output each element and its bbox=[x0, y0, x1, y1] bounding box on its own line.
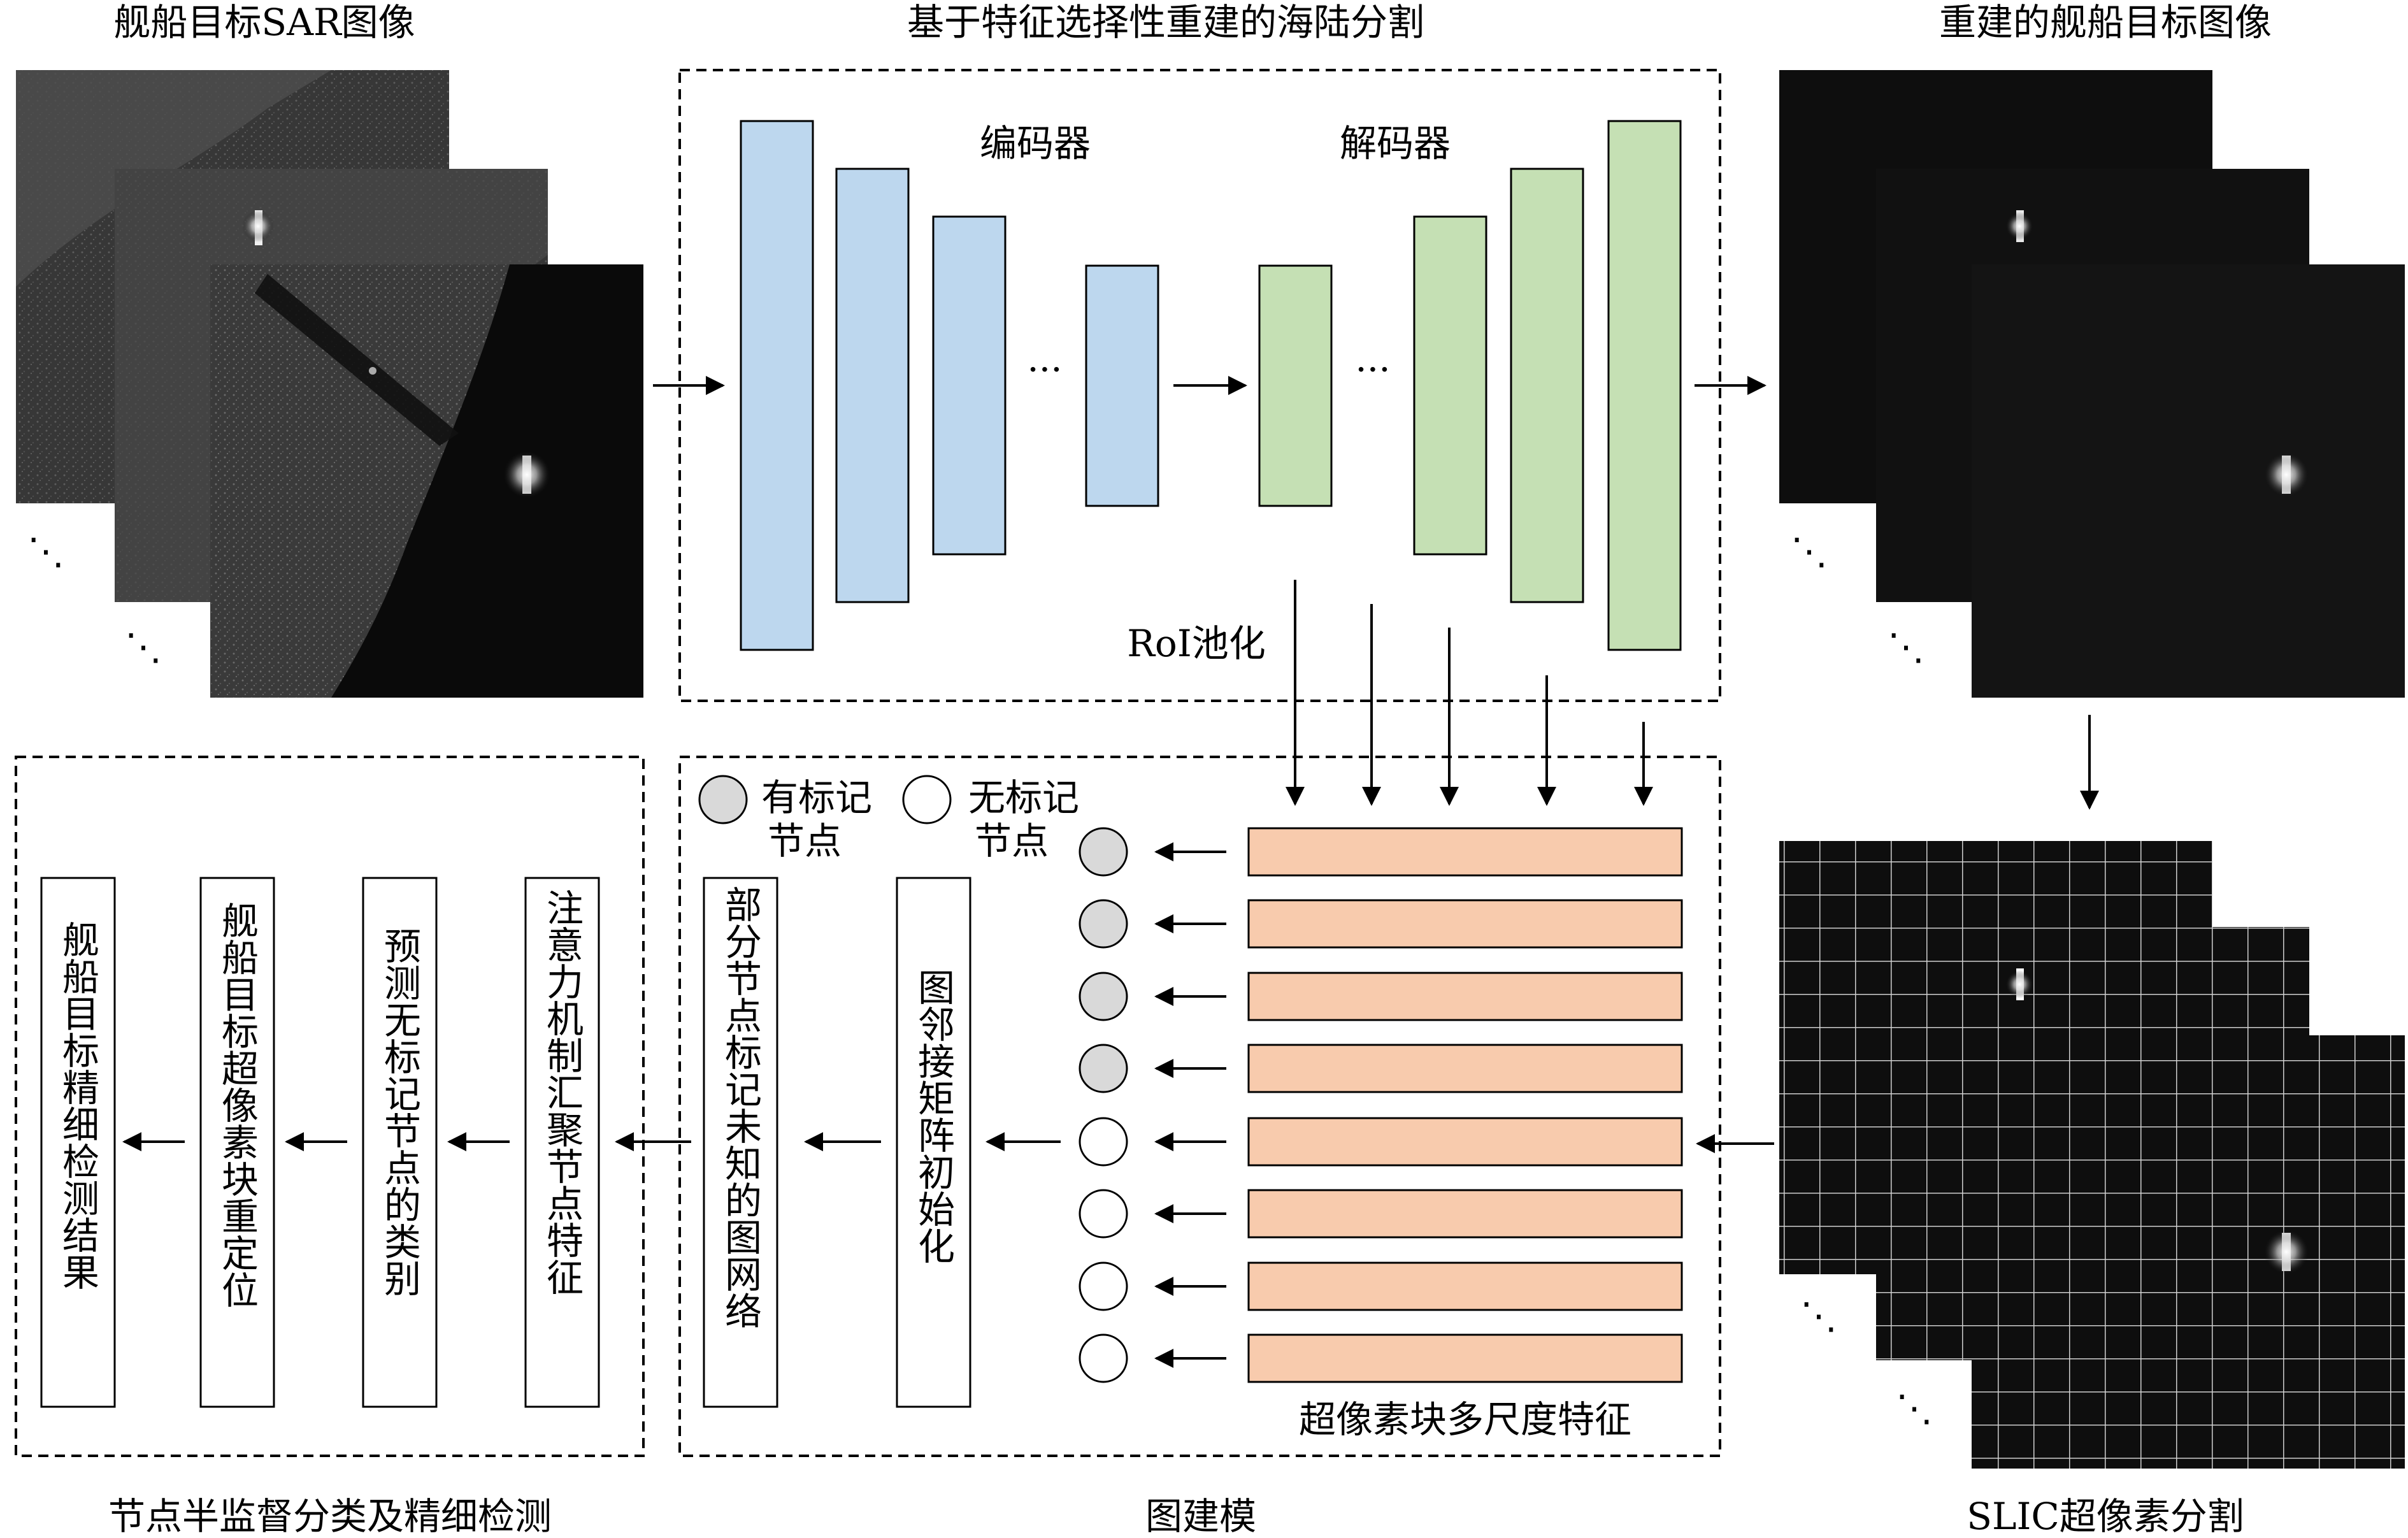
partial-graph-label: 部分节点标记未知的图网络 bbox=[719, 886, 762, 1329]
legend-unlabeled-line2: 节点 bbox=[975, 819, 1049, 863]
predict-step-label: 预测无标记节点的类别 bbox=[378, 927, 421, 1297]
decoder-block-4 bbox=[1607, 120, 1682, 651]
sar-image-stack: ⋱ ⋱ bbox=[16, 70, 643, 698]
decoder-label: 解码器 bbox=[1340, 122, 1451, 165]
title-reconstructed-images: 重建的舰船目标图像 bbox=[1939, 1, 2272, 44]
legend-labeled-line1: 有标记 bbox=[761, 776, 872, 819]
legend-unlabeled-line1: 无标记 bbox=[968, 776, 1079, 819]
adjacency-init-label: 图邻接矩阵初始化 bbox=[912, 968, 955, 1264]
sar-image-3 bbox=[210, 264, 643, 698]
title-semi-supervised: 节点半监督分类及精细检测 bbox=[108, 1495, 552, 1538]
reconstructed-image-3 bbox=[1972, 264, 2405, 698]
legend-labeled-line2: 节点 bbox=[768, 819, 842, 863]
stack-ellipsis-3: ⋱ bbox=[1791, 529, 1828, 573]
feature-bar-7 bbox=[1247, 1261, 1683, 1311]
title-graph-modeling: 图建模 bbox=[1145, 1495, 1256, 1538]
relocate-step-label: 舰船目标超像素块重定位 bbox=[215, 902, 259, 1308]
feature-to-node-arrows bbox=[1154, 842, 1226, 1368]
predict-step-box bbox=[362, 877, 438, 1408]
reconstructed-image-stack: ⋱ ⋱ bbox=[1779, 70, 2405, 698]
stack-ellipsis-6: ⋱ bbox=[1896, 1386, 1933, 1430]
decoder-blocks bbox=[1258, 120, 1682, 651]
segmentation-network-box bbox=[678, 69, 1721, 702]
encoder-block-3 bbox=[932, 215, 1007, 556]
roi-arrows bbox=[1286, 580, 1653, 806]
classification-box bbox=[15, 756, 645, 1457]
unlabeled-node bbox=[1079, 1117, 1128, 1167]
feature-bar-1 bbox=[1247, 827, 1683, 877]
title-sea-land-segmentation: 基于特征选择性重建的海陆分割 bbox=[907, 1, 1424, 44]
stack-ellipsis-2: ⋱ bbox=[125, 625, 162, 668]
node-legend: 有标记 节点 无标记 节点 bbox=[698, 775, 1079, 863]
stack-ellipsis-5: ⋱ bbox=[1800, 1294, 1837, 1337]
encoder-ellipsis: ··· bbox=[1027, 348, 1062, 391]
encoder-block-4 bbox=[1085, 264, 1159, 507]
labeled-node bbox=[1079, 1044, 1128, 1093]
encoder-block-1 bbox=[740, 120, 814, 651]
title-sar-input: 舰船目标SAR图像 bbox=[113, 1, 415, 44]
unlabeled-node bbox=[1079, 1333, 1128, 1383]
feature-bar-2 bbox=[1247, 899, 1683, 949]
slic-image-stack: ⋱ ⋱ bbox=[1779, 841, 2405, 1469]
feature-bar-6 bbox=[1247, 1189, 1683, 1239]
superpixel-feature-bars bbox=[1247, 827, 1683, 1383]
decoder-block-1 bbox=[1258, 264, 1333, 507]
unlabeled-node bbox=[1079, 1189, 1128, 1239]
feature-caption: 超像素块多尺度特征 bbox=[1299, 1398, 1631, 1441]
slic-image-3 bbox=[1972, 1035, 2405, 1469]
roi-pooling-label: RoI池化 bbox=[1127, 622, 1266, 665]
labeled-node bbox=[1079, 972, 1128, 1021]
title-slic: SLIC超像素分割 bbox=[1967, 1495, 2244, 1538]
feature-bar-8 bbox=[1247, 1333, 1683, 1383]
encoder-blocks bbox=[740, 120, 1159, 651]
unlabeled-node-legend-icon bbox=[902, 775, 952, 824]
encoder-label: 编码器 bbox=[980, 122, 1091, 165]
graph-modeling-box bbox=[678, 756, 1721, 1457]
decoder-ellipsis: ··· bbox=[1355, 348, 1390, 391]
attention-step-box bbox=[524, 877, 600, 1408]
stack-ellipsis-4: ⋱ bbox=[1888, 625, 1924, 668]
encoder-block-2 bbox=[835, 168, 910, 603]
labeled-node bbox=[1079, 899, 1128, 949]
graph-nodes bbox=[1079, 827, 1128, 1383]
feature-bar-5 bbox=[1247, 1117, 1683, 1167]
relocate-step-box bbox=[199, 877, 275, 1408]
feature-bar-4 bbox=[1247, 1044, 1683, 1093]
unlabeled-node bbox=[1079, 1261, 1128, 1311]
decoder-block-3 bbox=[1510, 168, 1584, 603]
labeled-node-legend-icon bbox=[698, 775, 748, 824]
labeled-node bbox=[1079, 827, 1128, 877]
result-step-label: 舰船目标精细检测结果 bbox=[56, 921, 99, 1290]
stack-ellipsis-1: ⋱ bbox=[27, 529, 64, 573]
result-step-box bbox=[40, 877, 116, 1408]
partial-graph-box bbox=[703, 877, 778, 1408]
feature-bar-3 bbox=[1247, 972, 1683, 1021]
decoder-block-2 bbox=[1413, 215, 1487, 556]
adjacency-init-box bbox=[896, 877, 971, 1408]
attention-step-label: 注意力机制汇聚节点特征 bbox=[540, 889, 584, 1295]
